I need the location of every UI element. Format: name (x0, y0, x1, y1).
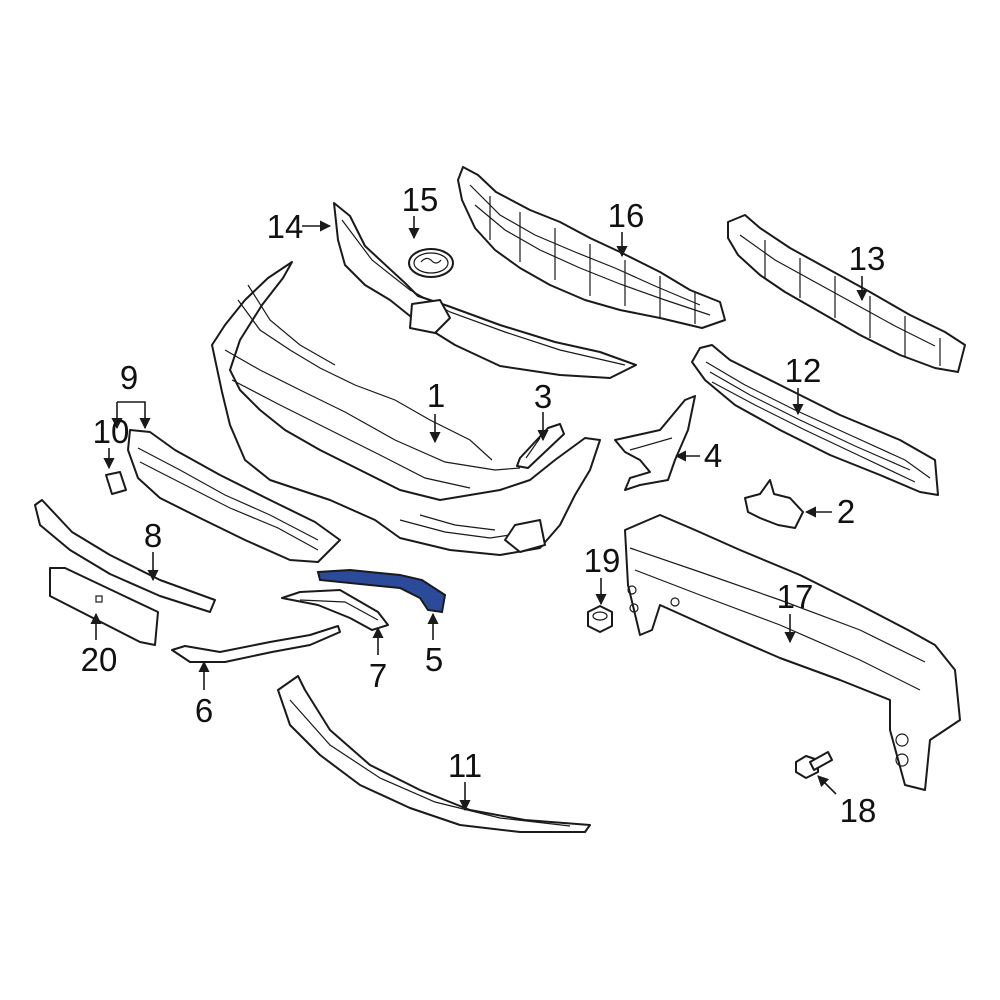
part-12-lower-grille[interactable] (691, 344, 939, 496)
part-20-license-bracket[interactable] (49, 567, 159, 646)
part-11-lower-lip[interactable] (277, 675, 591, 833)
part-1-bumper-cover[interactable] (211, 261, 601, 556)
part-4-side-bracket[interactable] (614, 395, 696, 491)
part-15-emblem[interactable] (408, 248, 454, 278)
callout-8: 8 (144, 517, 162, 554)
callout-1: 1 (427, 377, 445, 414)
callout-11: 11 (448, 747, 482, 784)
callout-15: 15 (402, 181, 439, 218)
callout-3: 3 (534, 378, 552, 415)
callout-numbers: 1 2 3 4 5 6 7 8 9 10 11 12 13 14 15 16 1… (81, 181, 886, 829)
leader-9a (117, 401, 151, 430)
part-5-highlighted-bracket[interactable] (316, 568, 447, 614)
part-13-absorber[interactable] (727, 214, 966, 373)
part-9-lower-grille[interactable] (127, 429, 341, 563)
part-8-molding[interactable] (34, 499, 216, 613)
leader-18 (817, 775, 837, 795)
leader-lines (90, 216, 868, 812)
callout-18: 18 (840, 792, 877, 829)
callout-16: 16 (608, 197, 645, 234)
callout-14: 14 (267, 208, 304, 245)
part-2-clip[interactable] (744, 479, 804, 529)
callout-6: 6 (195, 692, 213, 729)
part-17-reinforcement-beam[interactable] (624, 514, 961, 791)
callout-12: 12 (785, 352, 822, 389)
part-6-trim-strip[interactable] (171, 625, 341, 663)
callout-9: 9 (120, 359, 138, 396)
callout-17: 17 (777, 578, 814, 615)
callout-4: 4 (704, 437, 722, 474)
part-18-bolt[interactable] (795, 751, 833, 779)
callout-20: 20 (81, 641, 118, 678)
part-19-nut[interactable] (587, 605, 613, 633)
part-10-clip[interactable] (105, 471, 127, 495)
part-7-lamp-cover[interactable] (281, 589, 389, 631)
part-16-upper-absorber[interactable] (457, 166, 726, 329)
part-14-grille-trim[interactable] (333, 202, 637, 379)
callout-7: 7 (369, 657, 387, 694)
callout-10: 10 (93, 413, 130, 450)
callout-13: 13 (849, 240, 886, 277)
part-3-bracket[interactable] (516, 423, 565, 469)
callout-5: 5 (425, 641, 443, 678)
callout-2: 2 (837, 493, 855, 530)
callout-19: 19 (584, 542, 621, 579)
